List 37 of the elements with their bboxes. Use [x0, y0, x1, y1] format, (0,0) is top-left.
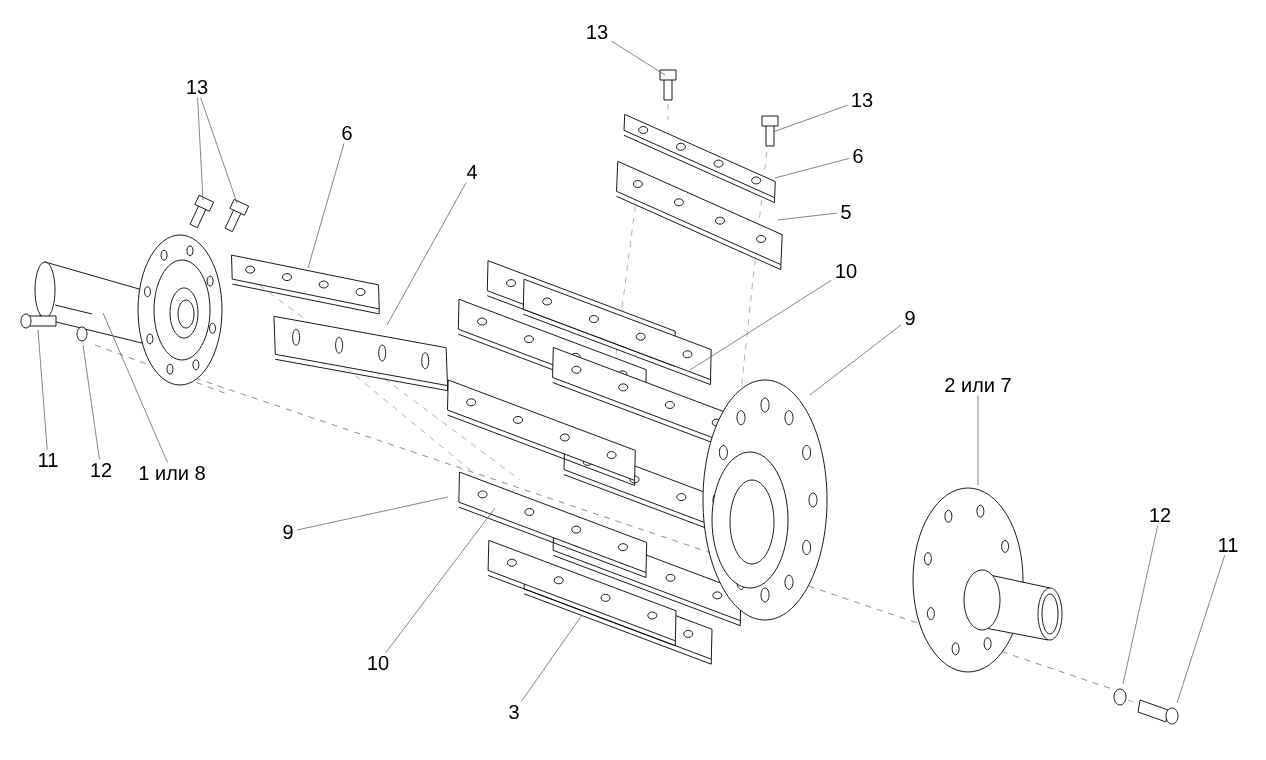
- leader-line: [307, 143, 345, 269]
- leader-line: [200, 97, 238, 204]
- callout-number: 6: [342, 125, 352, 141]
- callout-number: 11: [39, 453, 58, 467]
- leader-line: [777, 212, 838, 221]
- callout-number: 9: [905, 310, 915, 326]
- callout-number: 3: [509, 704, 519, 720]
- callout-number: 10: [368, 655, 389, 671]
- leader-line: [37, 329, 48, 451]
- leader-line: [689, 279, 832, 371]
- leader-line: [82, 344, 100, 460]
- leader-line: [772, 104, 848, 133]
- leader-line: [296, 496, 449, 531]
- callout-number: 5: [841, 205, 851, 219]
- callout-number: 10: [836, 263, 857, 279]
- leader-line: [774, 158, 850, 179]
- callout-number: 11: [1219, 538, 1238, 552]
- callout-number: 1 или 8: [139, 465, 205, 481]
- callout-number: 12: [1150, 508, 1171, 522]
- callout-number: 12: [91, 463, 112, 477]
- leader-line: [521, 614, 583, 702]
- leader-line: [809, 324, 902, 396]
- leader-line: [102, 312, 168, 463]
- callout-number: 2 или 7: [945, 377, 1011, 393]
- callout-number: 9: [283, 524, 293, 540]
- leader-line: [1176, 554, 1226, 704]
- leader-line: [1122, 525, 1159, 685]
- callout-number: 13: [852, 92, 873, 108]
- callout-number: 6: [853, 148, 863, 164]
- leader-line: [386, 181, 467, 326]
- leader-line: [977, 395, 979, 486]
- leader-line: [385, 507, 496, 653]
- callout-number: 13: [587, 24, 608, 40]
- leader-line: [611, 40, 666, 76]
- leader-line: [197, 97, 204, 201]
- callout-number: 4: [466, 165, 477, 179]
- callout-number: 13: [187, 79, 208, 95]
